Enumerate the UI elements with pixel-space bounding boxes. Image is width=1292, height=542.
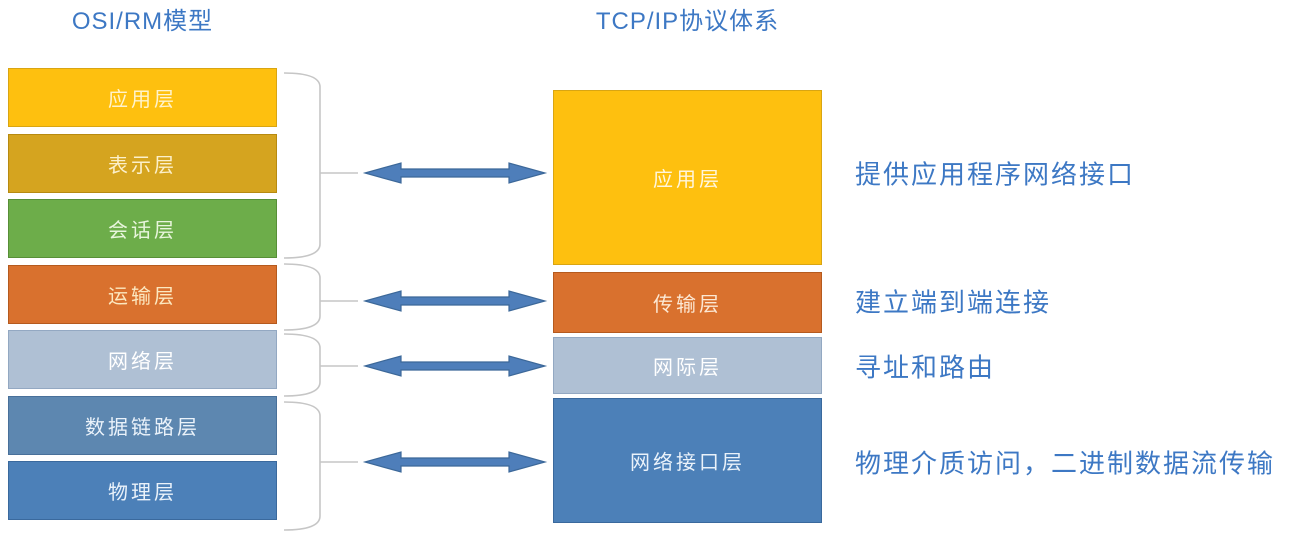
osi-layer-2: 表示层 — [8, 134, 277, 193]
osi-column-title: OSI/RM模型 — [71, 8, 214, 35]
layer-description-3: 寻址和路由 — [855, 352, 996, 383]
tcpip-column-title: TCP/IP协议体系 — [595, 8, 780, 35]
layer-label: 网络接口层 — [630, 452, 745, 474]
tcpip-layer-4: 网络接口层 — [553, 398, 822, 523]
layer-label: 数据链路层 — [85, 417, 200, 439]
osi-layer-6: 数据链路层 — [8, 396, 277, 455]
layer-label: 传输层 — [653, 294, 722, 316]
tcpip-layer-1: 应用层 — [553, 90, 822, 265]
osi-layer-3: 会话层 — [8, 199, 277, 258]
group-brace — [283, 263, 321, 331]
osi-layer-7: 物理层 — [8, 461, 277, 520]
layer-label: 网络层 — [108, 351, 177, 373]
osi-layer-1: 应用层 — [8, 68, 277, 127]
layer-label: 物理层 — [108, 482, 177, 504]
layer-label: 会话层 — [108, 220, 177, 242]
layer-label: 运输层 — [108, 286, 177, 308]
osi-layer-4: 运输层 — [8, 265, 277, 324]
osi-layer-5: 网络层 — [8, 330, 277, 389]
layer-label: 网际层 — [653, 357, 722, 379]
double-headed-arrow — [362, 290, 548, 312]
layer-description-1: 提供应用程序网络接口 — [855, 159, 1136, 190]
double-headed-arrow — [362, 451, 548, 473]
mapping-connector-3 — [283, 333, 548, 397]
layer-label: 表示层 — [108, 155, 177, 177]
mapping-connector-1 — [283, 72, 548, 259]
tcpip-layer-2: 传输层 — [553, 272, 822, 333]
layer-label: 应用层 — [653, 169, 722, 191]
layer-description-4: 物理介质访问，二进制数据流传输 — [855, 448, 1276, 479]
layer-description-2: 建立端到端连接 — [855, 287, 1052, 318]
double-headed-arrow — [362, 355, 548, 377]
group-brace — [283, 333, 321, 397]
group-brace — [283, 72, 321, 259]
mapping-connector-2 — [283, 263, 548, 331]
layer-label: 应用层 — [108, 89, 177, 111]
double-headed-arrow — [362, 162, 548, 184]
mapping-connector-4 — [283, 401, 548, 531]
tcpip-layer-3: 网际层 — [553, 337, 822, 394]
group-brace — [283, 401, 321, 531]
